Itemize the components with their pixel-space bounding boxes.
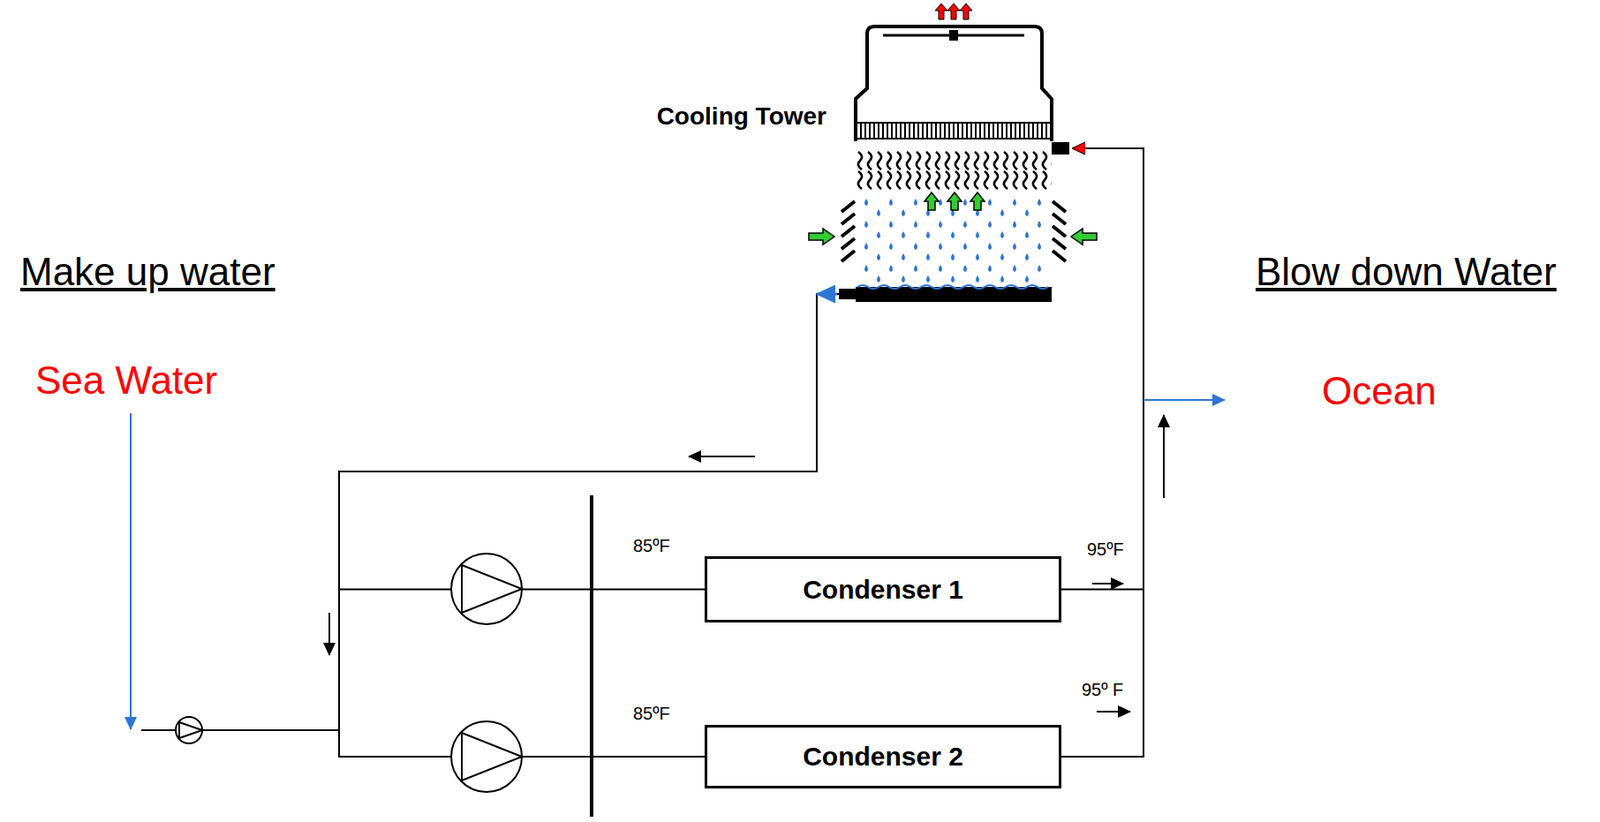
temperature-label: 85ºF [633, 703, 671, 725]
cooling-tower: Cooling Tower [847, 5, 1073, 307]
stream-source: Sea Water [35, 358, 218, 404]
stream-sink: Ocean [1321, 369, 1437, 415]
condenser-name: Condenser 1 [802, 574, 964, 605]
stream-heading: Blow down Water [1255, 249, 1557, 295]
temperature-label: 85ºF [633, 535, 671, 557]
temperature-label: 95º F [1081, 679, 1124, 701]
condenser-box: Condenser 2 [704, 724, 1062, 789]
temperature-label: 95ºF [1086, 539, 1125, 560]
stream-heading: Make up water [20, 249, 276, 295]
unit-label: Cooling Tower [656, 102, 827, 131]
pipe-connector [1061, 148, 1144, 757]
pipe-connector [1061, 148, 1144, 590]
condenser-name: Condenser 2 [802, 741, 964, 772]
condenser-box: Condenser 1 [704, 556, 1062, 623]
